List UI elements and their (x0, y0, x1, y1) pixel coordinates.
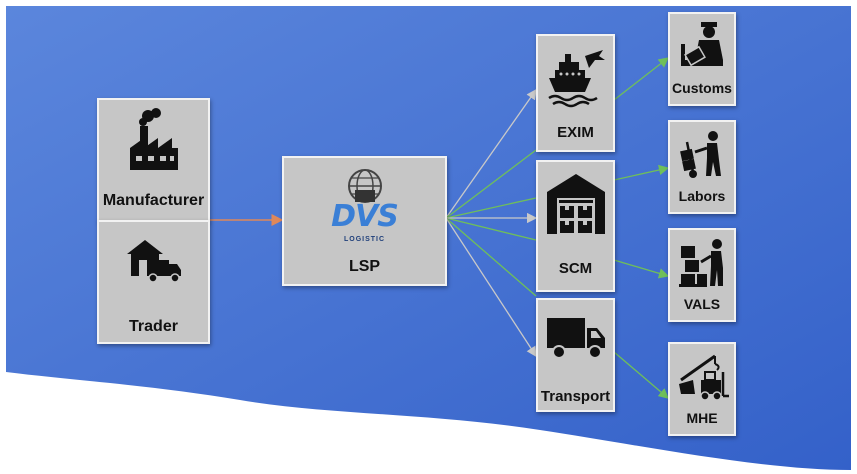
dvs-logo-mark: DVS (331, 199, 399, 234)
dvs-logo-sub: LOGISTIC (343, 236, 386, 243)
transport-box[interactable]: Transport (536, 298, 615, 412)
transport-label: Transport (540, 388, 611, 405)
trader-box[interactable]: Trader (97, 220, 210, 344)
worker-boxes-icon (679, 239, 723, 287)
globe-truck-icon (347, 169, 382, 203)
lsp-box[interactable]: DVS LOGISTIC LSP (282, 156, 447, 286)
vals-label: VALS (683, 296, 721, 312)
customs-box[interactable]: Customs (668, 12, 736, 106)
dvs-logistic-logo: DVS LOGISTIC (325, 168, 405, 252)
customs-label: Customs (672, 80, 732, 96)
lsp-label: LSP (348, 258, 381, 275)
manufacturer-label: Manufacturer (102, 192, 205, 209)
warehouse-boxes-icon (546, 174, 605, 234)
manufacturer-box[interactable]: Manufacturer (97, 98, 210, 222)
exim-label: EXIM (557, 124, 594, 141)
labors-label: Labors (678, 188, 726, 204)
mhe-box[interactable]: MHE (668, 342, 736, 436)
warehouse-truck-icon (126, 240, 181, 283)
scm-box[interactable]: SCM (536, 160, 615, 292)
trader-label: Trader (129, 318, 178, 335)
customs-officer-icon (681, 22, 723, 67)
labors-box[interactable]: Labors (668, 120, 736, 214)
vals-box[interactable]: VALS (668, 228, 736, 322)
mhe-label: MHE (686, 410, 718, 426)
ship-plane-icon (547, 50, 605, 108)
exim-box[interactable]: EXIM (536, 34, 615, 152)
crane-forklift-icon (679, 354, 729, 401)
worker-hand-truck-icon (680, 131, 721, 178)
truck-icon (546, 318, 605, 359)
scm-label: SCM (558, 260, 593, 277)
factory-icon (129, 108, 178, 170)
